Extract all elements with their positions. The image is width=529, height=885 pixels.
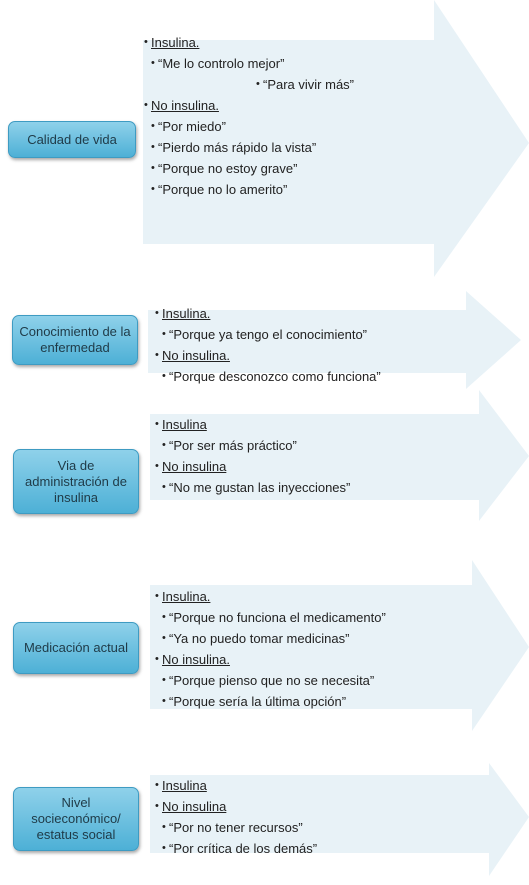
- list-item: “Porque pienso que no se necesita”: [162, 670, 386, 691]
- list-item: Insulina.: [155, 586, 386, 607]
- reasons-list-calidad: Insulina. “Me lo controlo mejor” “Para v…: [144, 32, 354, 200]
- list-item: “No me gustan las inyecciones”: [162, 477, 350, 498]
- list-item: “Por no tener recursos”: [162, 817, 317, 838]
- reasons-list-medicacion: Insulina. “Porque no funciona el medicam…: [155, 586, 386, 712]
- list-item: “Me lo controlo mejor”: [151, 53, 354, 74]
- reasons-list-conocimiento: Insulina. “Porque ya tengo el conocimien…: [155, 303, 381, 387]
- list-item: No insulina: [155, 796, 317, 817]
- list-item: “Porque no funciona el medicamento”: [162, 607, 386, 628]
- category-box-medicacion: Medicación actual: [13, 622, 139, 674]
- list-item: “Porque desconozco como funciona”: [162, 366, 381, 387]
- list-item: No insulina.: [155, 649, 386, 670]
- list-item: “Ya no puedo tomar medicinas”: [162, 628, 386, 649]
- category-box-via-administracion: Via de administración de insulina: [13, 449, 139, 514]
- list-item: Insulina.: [155, 303, 381, 324]
- category-box-conocimiento: Conocimiento de la enfermedad: [12, 315, 138, 365]
- list-item: “Por crítica de los demás”: [162, 838, 317, 859]
- list-item: Insulina.: [144, 32, 354, 53]
- list-item: “Para vivir más”: [256, 74, 354, 95]
- list-item: “Porque ya tengo el conocimiento”: [162, 324, 381, 345]
- reasons-list-via: Insulina “Por ser más práctico” No insul…: [155, 414, 350, 498]
- list-item: “Pierdo más rápido la vista”: [151, 137, 354, 158]
- list-item: No insulina.: [144, 95, 354, 116]
- list-item: “Por ser más práctico”: [162, 435, 350, 456]
- list-item: “Porque no estoy grave”: [151, 158, 354, 179]
- reasons-list-nivel: Insulina No insulina “Por no tener recur…: [155, 775, 317, 859]
- list-item: Insulina: [155, 775, 317, 796]
- list-item: No insulina: [155, 456, 350, 477]
- category-box-calidad-de-vida: Calidad de vida: [8, 121, 136, 158]
- list-item: “Porque sería la última opción”: [162, 691, 386, 712]
- category-box-nivel: Nivel socieconómico/ estatus social: [13, 787, 139, 851]
- list-item: Insulina: [155, 414, 350, 435]
- list-item: “Porque no lo amerito”: [151, 179, 354, 200]
- list-item: No insulina.: [155, 345, 381, 366]
- list-item: “Por miedo”: [151, 116, 354, 137]
